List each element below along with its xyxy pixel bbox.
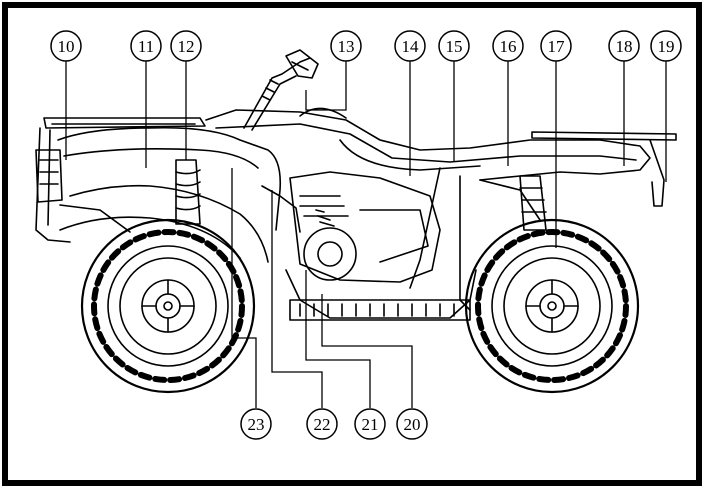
frame-tubes [261, 167, 541, 319]
leader-13 [305, 60, 347, 111]
leader-lines [65, 60, 667, 408]
callout-label-11: 11 [138, 37, 154, 56]
callout-21: 21 [354, 408, 386, 440]
callout-16: 16 [492, 30, 524, 62]
rear-suspension [519, 175, 547, 231]
rear-rack [531, 131, 677, 207]
front-wheel [80, 218, 256, 394]
seat-rear-body [205, 107, 651, 181]
front-bumper [35, 149, 131, 233]
footrest [289, 299, 471, 321]
callout-label-13: 13 [338, 37, 355, 56]
engine-block [289, 171, 441, 283]
leader-20 [321, 294, 413, 408]
callout-label-15: 15 [446, 37, 463, 56]
callout-12: 12 [170, 30, 202, 62]
atv-illustration [35, 49, 677, 394]
callout-label-18: 18 [616, 37, 633, 56]
callout-label-21: 21 [362, 415, 379, 434]
callout-label-16: 16 [500, 37, 517, 56]
callout-label-19: 19 [658, 37, 675, 56]
callout-10: 10 [50, 30, 82, 62]
leader-23 [231, 168, 257, 408]
leader-21 [305, 270, 371, 408]
callout-label-22: 22 [314, 415, 331, 434]
leader-22 [271, 190, 323, 408]
front-suspension [175, 159, 201, 225]
callout-17: 17 [540, 30, 572, 62]
callout-22: 22 [306, 408, 338, 440]
callout-label-20: 20 [404, 415, 421, 434]
callout-23: 23 [240, 408, 272, 440]
callout-14: 14 [394, 30, 426, 62]
callout-label-17: 17 [548, 37, 566, 56]
callout-label-10: 10 [58, 37, 75, 56]
handlebar-steering [243, 49, 319, 131]
rear-wheel [464, 218, 640, 394]
callouts: 10 11 12 13 14 15 16 17 [50, 30, 682, 440]
callout-label-23: 23 [248, 415, 265, 434]
front-fender [57, 126, 282, 263]
callout-11: 11 [130, 30, 162, 62]
callout-label-14: 14 [402, 37, 420, 56]
callout-18: 18 [608, 30, 640, 62]
callout-19: 19 [650, 30, 682, 62]
front-rack [35, 117, 206, 243]
callout-15: 15 [438, 30, 470, 62]
callout-label-12: 12 [178, 37, 195, 56]
callout-13: 13 [330, 30, 362, 62]
callout-20: 20 [396, 408, 428, 440]
